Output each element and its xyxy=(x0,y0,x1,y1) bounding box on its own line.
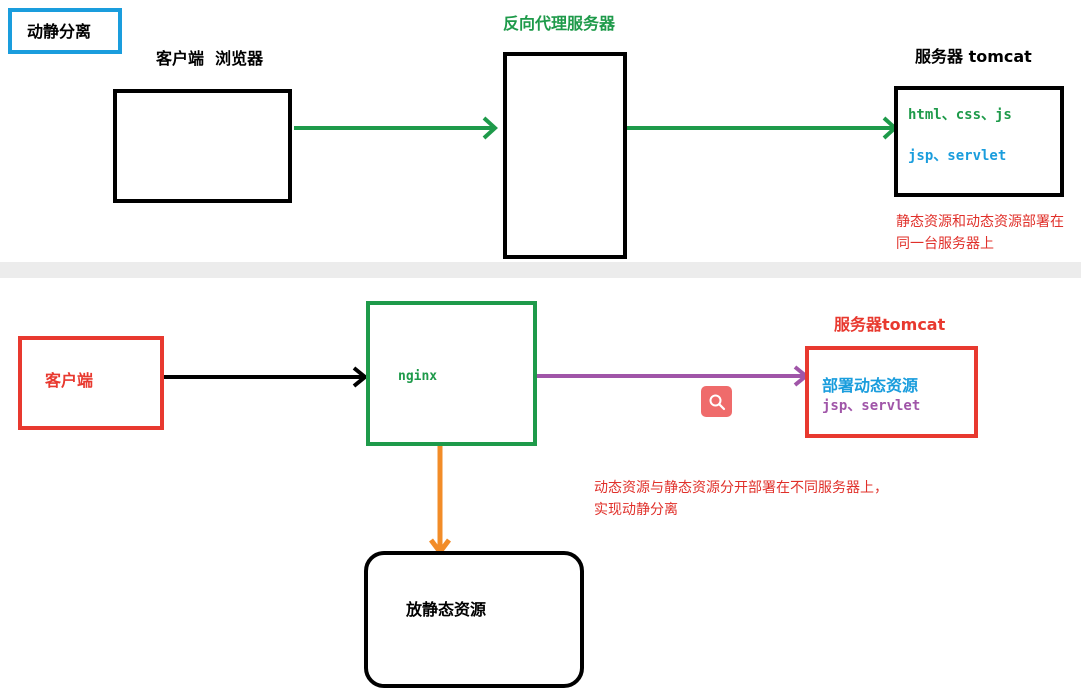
page-title-box xyxy=(8,8,122,54)
arrow-nginx-to-static xyxy=(429,445,451,557)
static-resources-label: 放静态资源 xyxy=(406,600,487,619)
separation-note-line1: 动态资源与静态资源分开部署在不同服务器上， xyxy=(594,480,888,496)
page-title: 动静分离 xyxy=(27,22,92,41)
proxy-box xyxy=(503,52,627,259)
client-label: 客户端 浏览器 xyxy=(156,49,264,68)
arrow-client-to-nginx xyxy=(163,366,369,388)
search-icon xyxy=(709,394,725,410)
arrow-proxy-to-server xyxy=(625,116,898,140)
arrow-nginx-to-tomcat xyxy=(537,365,810,387)
nginx-label: nginx xyxy=(398,369,438,384)
server-dynamic-resources: jsp、servlet xyxy=(908,148,1007,164)
separation-note-line2: 实现动静分离 xyxy=(594,502,678,518)
search-button[interactable] xyxy=(701,386,732,417)
server-box xyxy=(894,86,1064,197)
tomcat-title: 服务器tomcat xyxy=(834,315,946,334)
tomcat-box xyxy=(805,346,978,438)
tomcat-servlet-label: jsp、servlet xyxy=(822,398,921,414)
proxy-label: 反向代理服务器 xyxy=(503,14,616,33)
client-box xyxy=(113,89,292,203)
nginx-box xyxy=(366,301,537,446)
same-server-note: 静态资源和动态资源部署在同一台服务器上 xyxy=(896,214,1064,252)
section-divider xyxy=(0,262,1081,278)
server-static-resources: html、css、js xyxy=(908,107,1012,123)
client-box-bottom xyxy=(18,336,164,430)
static-resources-box xyxy=(364,551,584,688)
client-label-bottom: 客户端 xyxy=(45,371,94,390)
arrow-client-to-proxy xyxy=(294,116,498,140)
tomcat-dynamic-label: 部署动态资源 xyxy=(822,376,919,395)
server-label: 服务器 tomcat xyxy=(915,47,1032,66)
